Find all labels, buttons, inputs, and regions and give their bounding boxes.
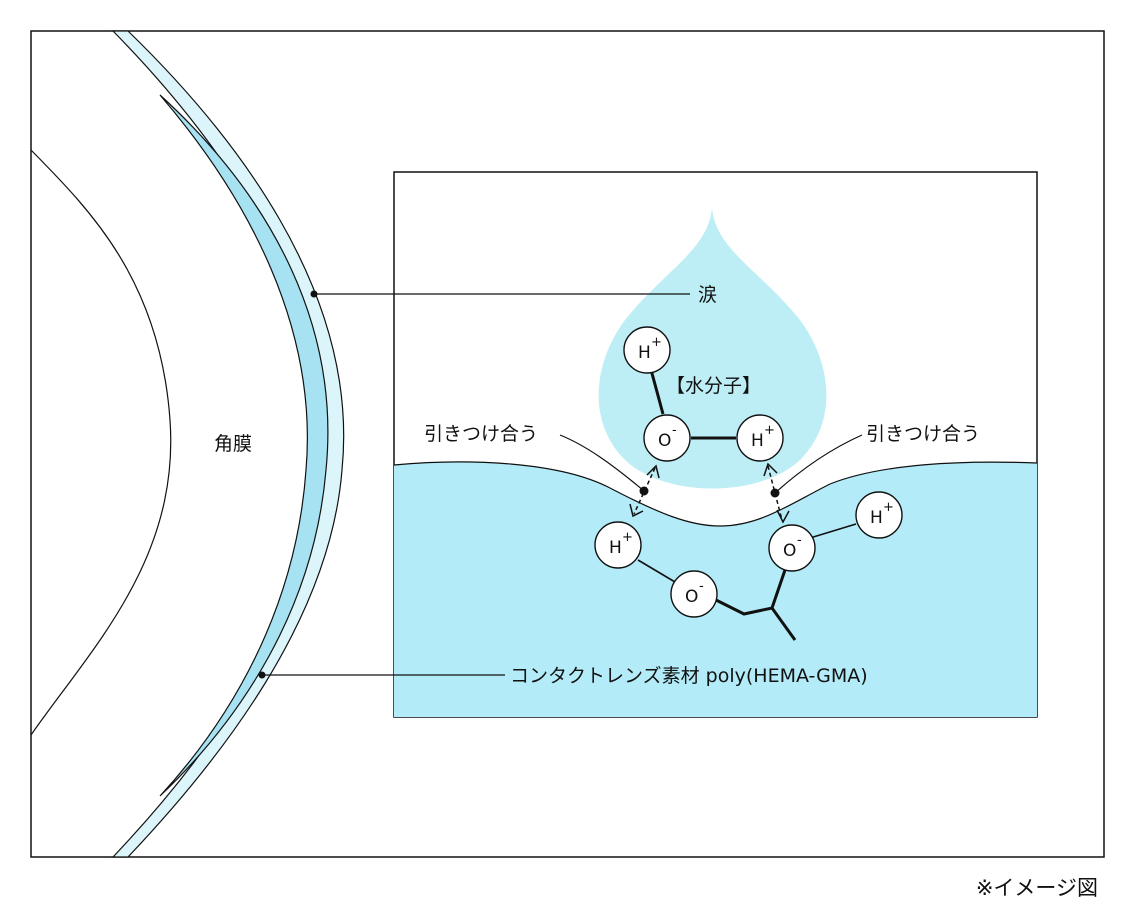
lens-o-left-charge: - [699,579,704,594]
polymer-backbone [715,598,797,641]
attract-arrowhead-left-top [646,464,660,479]
water-o [643,414,691,462]
water-h-top-symbol: H [638,343,651,363]
lens-h-right [855,491,903,539]
tear-label: 涙 [698,283,717,306]
lens-o-left-symbol: O [685,587,698,607]
attract-arrow-left [633,467,656,515]
water-h-right-symbol: H [751,431,764,451]
lens-h-left [594,521,642,569]
lens-o-right-symbol: O [783,541,796,561]
attract-label-right: 引きつけ合う [866,423,980,445]
attract-arrow-right [767,465,783,521]
lens-h-right-charge: + [883,500,894,515]
water-molecule-label: 【水分子】 [666,375,761,397]
lens-h-left-symbol: H [609,538,622,558]
attract-leader-right [774,434,863,494]
polymer-bond-o-h [809,523,857,539]
attract-leader-left [559,434,645,492]
polymer-bond-h-o-left [637,559,676,583]
lens-h-right-symbol: H [870,508,883,528]
attract-arrowhead-right-top [763,462,778,477]
attract-arrowhead-left-bottom [629,503,644,518]
image-note: ※イメージ図 [976,876,1098,900]
lens-surface-line [393,461,1038,527]
attract-arrowhead-right-bottom [776,509,790,524]
lens-o-left [670,570,718,618]
lens-h-left-charge: + [622,530,633,545]
lens-leader-dot [258,671,266,679]
lens-material-label: コンタクトレンズ素材 poly(HEMA-GMA) [510,665,868,687]
water-h-top [623,326,671,374]
polymer-bond-branch-o [770,569,787,609]
attract-label-left: 引きつけ合う [424,423,538,445]
water-h-right-charge: + [764,423,775,438]
cornea-outline [30,149,172,736]
water-o-symbol: O [658,431,671,451]
tear-leader-dot [310,290,318,298]
water-o-charge: - [672,423,677,438]
water-bond-oh-top [648,365,665,415]
lens-band [159,94,329,797]
lens-o-right [768,524,816,572]
water-h-top-charge: + [651,335,662,350]
water-h-right [736,414,784,462]
lens-o-right-charge: - [797,533,802,548]
cornea-label: 角膜 [214,433,252,455]
